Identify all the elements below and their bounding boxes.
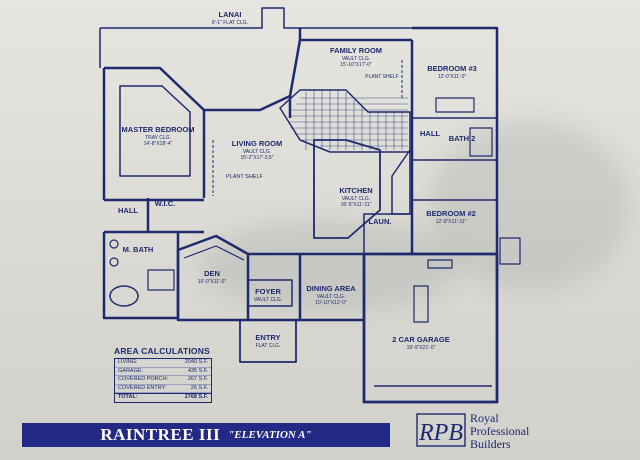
- garage-label: 2 CAR GARAGE: [392, 335, 450, 344]
- living-room-ceiling: VAULT CLG.: [243, 149, 271, 155]
- master-bedroom-label: MASTER BEDROOM: [122, 125, 195, 134]
- foyer-label: FOYER: [255, 287, 281, 296]
- wic-label: W.I.C.: [155, 199, 175, 208]
- builder-name-line: Royal: [470, 411, 499, 425]
- family-room-size: 15'-10"X17'-0": [340, 62, 372, 68]
- plan-name: RAINTREE III: [100, 425, 221, 444]
- living-room-label: LIVING ROOM: [232, 139, 282, 148]
- area-label: LIVING:: [118, 359, 138, 365]
- area-row: COVERED ENTRY: 26 S.F.: [115, 384, 211, 393]
- bath2-label: BATH 2: [449, 134, 476, 143]
- builder-name: Royal Professional Builders: [470, 412, 529, 451]
- den-size: 10'-0"X11'-0": [198, 279, 227, 285]
- hall-left-label: HALL: [118, 206, 138, 215]
- laundry-label: LAUN.: [369, 217, 392, 226]
- area-label: COVERED PORCH:: [118, 376, 169, 382]
- dining-area-label: DINING AREA: [306, 284, 356, 293]
- area-row: GARAGE: 435 S.F.: [115, 367, 211, 376]
- area-value: 267 S.F.: [187, 376, 208, 382]
- area-label: GARAGE:: [118, 367, 144, 374]
- area-row: LIVING: 2040 S.F.: [115, 359, 211, 368]
- plan-title-banner: RAINTREE III "ELEVATION A": [22, 423, 390, 447]
- foyer-ceiling: VAULT CLG.: [254, 297, 282, 303]
- area-value: 26 S.F.: [190, 384, 208, 391]
- kitchen-ceiling: VAULT CLG.: [342, 196, 370, 202]
- den-label: DEN: [204, 269, 220, 278]
- area-label: TOTAL:: [118, 394, 138, 400]
- dining-area-size: 10'-10"X12'-0": [315, 300, 347, 306]
- lanai-size: 8'-1" FLAT CLG.: [212, 20, 248, 26]
- area-calculations: AREA CALCULATIONS LIVING: 2040 S.F. GARA…: [114, 346, 212, 403]
- area-row: COVERED PORCH: 267 S.F.: [115, 376, 211, 385]
- kitchen-size: 16'-5"X11'-11": [341, 202, 372, 208]
- master-bath-label: M. BATH: [123, 245, 154, 254]
- area-value: 2768 S.F.: [184, 394, 208, 400]
- area-value: 2040 S.F.: [184, 359, 208, 365]
- plan-elevation: "ELEVATION A": [228, 429, 312, 441]
- living-room-size: 15'-2"X17'-3.5": [241, 155, 274, 161]
- area-row-total: TOTAL: 2768 S.F.: [115, 393, 211, 402]
- rpb-logo: RPB: [416, 413, 466, 447]
- hall-right-label: HALL: [420, 129, 440, 138]
- area-label: COVERED ENTRY:: [118, 384, 167, 391]
- bedroom2-size: 12'-0"X11'-11": [436, 219, 467, 225]
- builder-name-line: Builders: [470, 437, 511, 451]
- photo-shadow: [200, 220, 460, 310]
- area-calculations-title: AREA CALCULATIONS: [114, 346, 210, 356]
- bedroom3-label: BEDROOM #3: [427, 64, 477, 73]
- bedroom2-label: BEDROOM #2: [426, 209, 476, 218]
- photo-shadow: [430, 120, 630, 290]
- garage-size: 19'-9"X21'-0": [407, 345, 436, 351]
- dining-area-ceiling: VAULT CLG.: [317, 294, 345, 300]
- master-bedroom-ceiling: TRAY CLG.: [145, 135, 171, 141]
- plant-shelf-label: PLANT SHELF: [226, 174, 264, 180]
- kitchen-label: KITCHEN: [339, 186, 372, 195]
- lanai-label: LANAI: [219, 10, 242, 19]
- logo-monogram: RPB: [418, 420, 463, 446]
- entry-ceiling: FLAT CLG.: [256, 343, 281, 349]
- builder-name-line: Professional: [470, 424, 530, 438]
- family-room-label: FAMILY ROOM: [330, 46, 382, 55]
- area-calculations-table: LIVING: 2040 S.F. GARAGE: 435 S.F. COVER…: [114, 358, 212, 403]
- plant-shelf-label: PLANT SHELF: [365, 74, 399, 80]
- entry-label: ENTRY: [255, 333, 280, 342]
- master-bedroom-size: 14'-8"X18'-4": [144, 141, 173, 147]
- family-room-ceiling: VAULT CLG.: [342, 56, 370, 62]
- area-value: 435 S.F.: [187, 367, 208, 374]
- bedroom3-size: 12'-0"X11'-0": [438, 74, 467, 80]
